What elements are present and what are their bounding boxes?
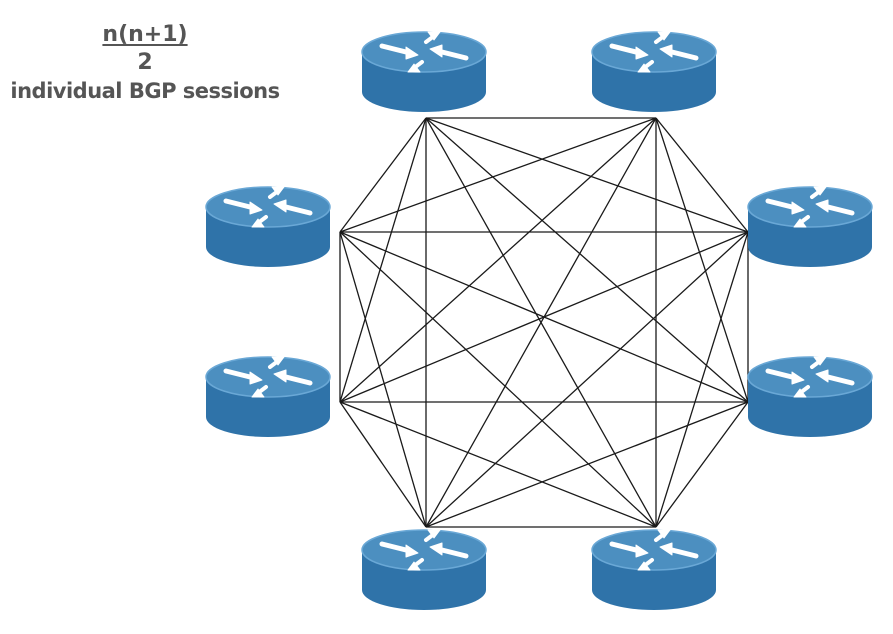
bgp-session-link <box>655 117 749 403</box>
bgp-session-link <box>425 401 749 528</box>
bgp-session-link <box>655 401 749 528</box>
formula-denominator: 2 <box>137 50 153 75</box>
bgp-session-link <box>339 231 657 528</box>
bgp-session-link <box>339 231 749 403</box>
router-icon <box>206 187 330 267</box>
router-icon <box>362 32 486 112</box>
formula-caption: individual BGP sessions <box>10 79 280 103</box>
formula-numerator: n(n+1) <box>102 22 188 47</box>
router-icon <box>206 357 330 437</box>
bgp-session-link <box>339 401 427 528</box>
router-icon <box>748 357 872 437</box>
router-icon <box>362 530 486 610</box>
bgp-session-link <box>339 117 657 403</box>
bgp-session-link <box>339 117 427 403</box>
router-icon <box>592 32 716 112</box>
bgp-session-link <box>425 117 749 233</box>
bgp-session-link <box>339 117 427 233</box>
bgp-session-link <box>655 117 749 233</box>
bgp-session-link <box>425 117 657 528</box>
bgp-session-link <box>425 117 749 403</box>
bgp-session-link <box>339 117 657 233</box>
bgp-session-links <box>339 117 749 528</box>
bgp-session-link <box>339 401 657 528</box>
bgp-session-link <box>339 231 427 528</box>
bgp-session-link <box>655 231 749 528</box>
bgp-session-link <box>425 231 749 528</box>
formula-block: n(n+1) 2 individual BGP sessions <box>0 22 290 104</box>
router-icon <box>748 187 872 267</box>
router-group <box>206 32 872 610</box>
router-icon <box>592 530 716 610</box>
